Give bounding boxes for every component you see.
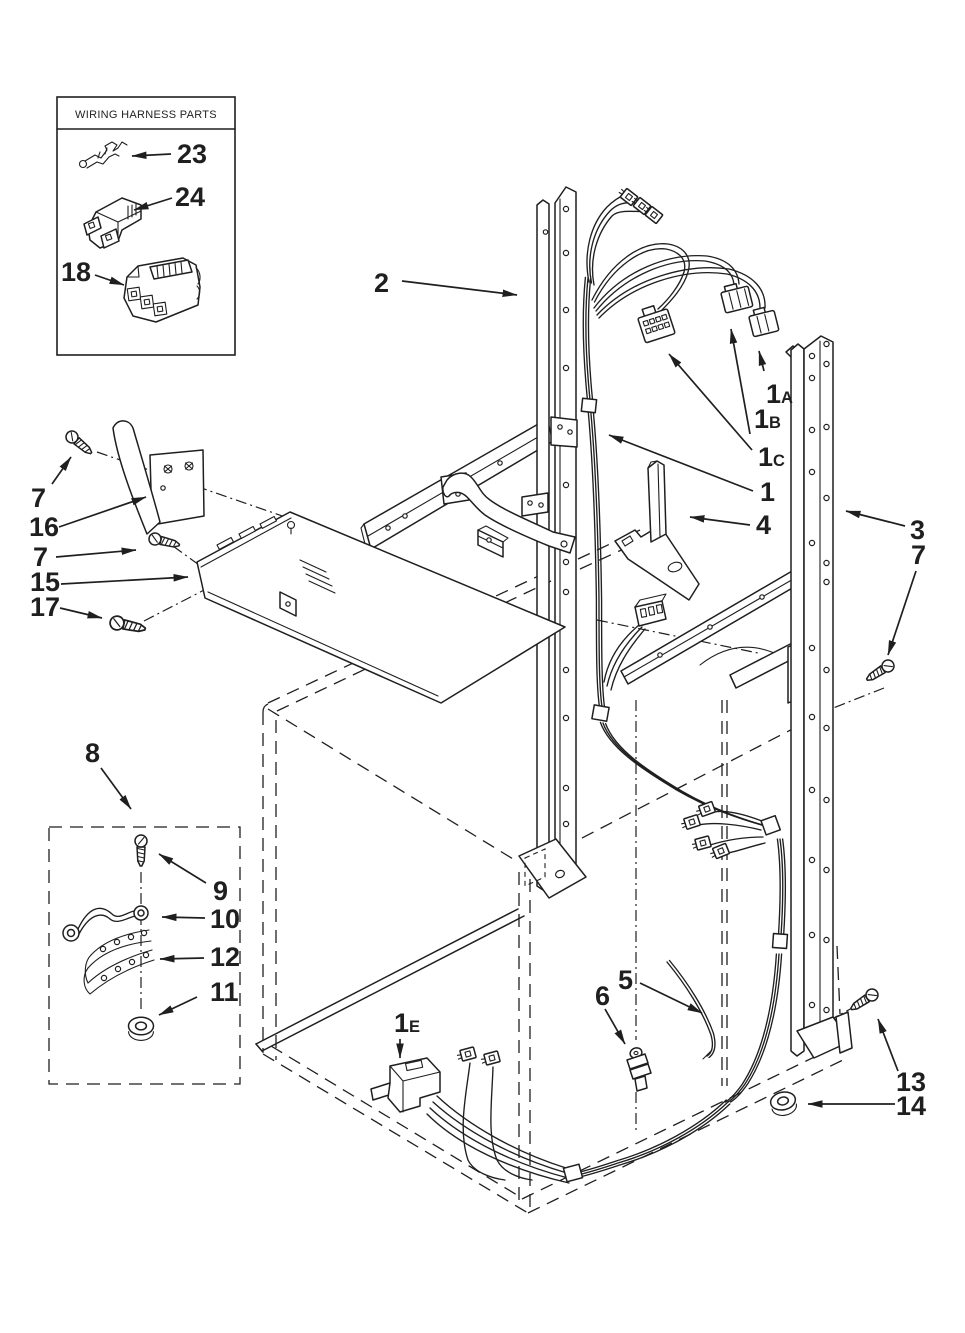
harness-clip-6 — [626, 1047, 652, 1092]
arrow-to-screw-7-upper — [51, 456, 72, 485]
callout-6: 6 — [595, 981, 610, 1011]
callout-1: 1 — [760, 477, 775, 507]
callout-labels: 23 24 18 2 1A 1B 1C 1 4 3 7 7 16 7 15 17… — [29, 139, 926, 1121]
screw-7-right — [863, 656, 898, 686]
callout-5: 5 — [618, 965, 633, 995]
arrow-to-part-12 — [159, 954, 205, 963]
cable-tie — [591, 704, 610, 723]
part-18-connector-art — [123, 257, 201, 323]
harness-terminal — [479, 1050, 501, 1067]
harness-terminal — [694, 800, 717, 819]
callout-3: 3 — [910, 515, 925, 545]
arrow-to-part-23 — [131, 151, 172, 160]
part-23-terminal-art — [78, 141, 128, 169]
harness-wire-5 — [666, 959, 716, 1060]
callout-13: 13 — [896, 1067, 926, 1097]
screw-7-upper-left — [62, 427, 96, 459]
arrow-to-part-15 — [60, 574, 189, 585]
z-support-bracket — [442, 472, 576, 554]
arrow-to-part-3 — [845, 510, 906, 527]
callout-arrows — [51, 151, 917, 1108]
console-bracket-15 — [196, 511, 566, 704]
arrow-to-screw-7-right — [887, 570, 917, 656]
grommet-14 — [768, 1089, 799, 1119]
legend-title: WIRING HARNESS PARTS — [75, 109, 217, 121]
callout-1c: 1C — [758, 442, 785, 472]
callout-24: 24 — [175, 182, 205, 212]
connector-1a — [748, 306, 780, 338]
ground-strap-10 — [62, 905, 149, 942]
callout-8: 8 — [85, 738, 100, 768]
arrow-to-part-17 — [59, 607, 103, 619]
callout-1b: 1B — [754, 404, 781, 434]
callout-4: 4 — [756, 510, 771, 540]
mounting-bracket-16 — [112, 420, 205, 535]
right-support-rail — [785, 335, 853, 1059]
arrow-to-screw-9 — [158, 853, 207, 884]
callout-1e: 1E — [394, 1008, 420, 1038]
screw-13 — [847, 985, 882, 1015]
callout-23: 23 — [177, 139, 207, 169]
screw-9 — [134, 834, 148, 867]
harness-terminal — [690, 835, 712, 852]
base-frame-edges — [255, 908, 525, 1052]
arrow-to-part-18 — [94, 274, 125, 286]
connector-1e — [370, 1057, 441, 1113]
connector-1c — [637, 304, 676, 344]
arrow-to-part-1 — [608, 434, 754, 492]
callout-7-mid-left: 7 — [33, 542, 48, 572]
arrow-to-part-5 — [639, 982, 703, 1014]
callout-15: 15 — [30, 567, 60, 597]
arrow-to-part-1a — [758, 350, 767, 372]
cable-tie — [760, 814, 782, 836]
callout-12: 12 — [210, 942, 240, 972]
connector-1b — [720, 282, 754, 314]
harness-terminal — [679, 813, 702, 832]
screw-17 — [107, 613, 148, 637]
callout-7-right: 7 — [911, 540, 926, 570]
support-bracket-4 — [614, 460, 700, 601]
arrow-to-part-2 — [401, 280, 518, 298]
arrow-to-part-16 — [58, 496, 147, 528]
callout-11: 11 — [210, 977, 239, 1007]
callout-18: 18 — [61, 257, 91, 287]
arrow-to-part-11 — [158, 996, 198, 1016]
cable-tie — [771, 932, 789, 950]
wiring-harness-parts-box: WIRING HARNESS PARTS — [56, 96, 236, 356]
arrow-to-part-1b — [729, 328, 751, 435]
arrow-to-kit-8 — [100, 767, 132, 810]
cable-tie — [562, 1163, 584, 1183]
callout-17: 17 — [30, 592, 60, 622]
callout-10: 10 — [210, 904, 240, 934]
harness-terminal — [455, 1046, 477, 1063]
perforated-strap-12 — [83, 929, 155, 995]
ground-kit-box-8 — [48, 826, 241, 1085]
arrow-to-screw-7-mid — [55, 547, 137, 558]
arrow-to-part-4 — [689, 515, 751, 526]
arrow-to-screw-13 — [877, 1018, 899, 1072]
part-24-clip-art — [83, 197, 142, 249]
cable-tie — [580, 397, 598, 414]
arrow-to-part-1c — [668, 353, 753, 451]
callout-2: 2 — [374, 268, 389, 298]
arrow-to-part-10 — [161, 913, 206, 922]
brace-fittings — [440, 416, 578, 558]
callout-14: 14 — [896, 1091, 926, 1121]
grommet-11 — [127, 1016, 155, 1042]
callout-1a: 1A — [766, 379, 793, 409]
callout-16: 16 — [29, 512, 59, 542]
main-wire-harness — [370, 185, 789, 1184]
callout-7-top-left: 7 — [31, 483, 46, 513]
harness-branch-connector-mid — [603, 593, 667, 691]
arrow-to-part-24 — [133, 197, 173, 211]
arrow-to-part-6 — [604, 1008, 626, 1045]
lower-cross-brace — [620, 566, 807, 704]
callout-9: 9 — [213, 876, 228, 906]
